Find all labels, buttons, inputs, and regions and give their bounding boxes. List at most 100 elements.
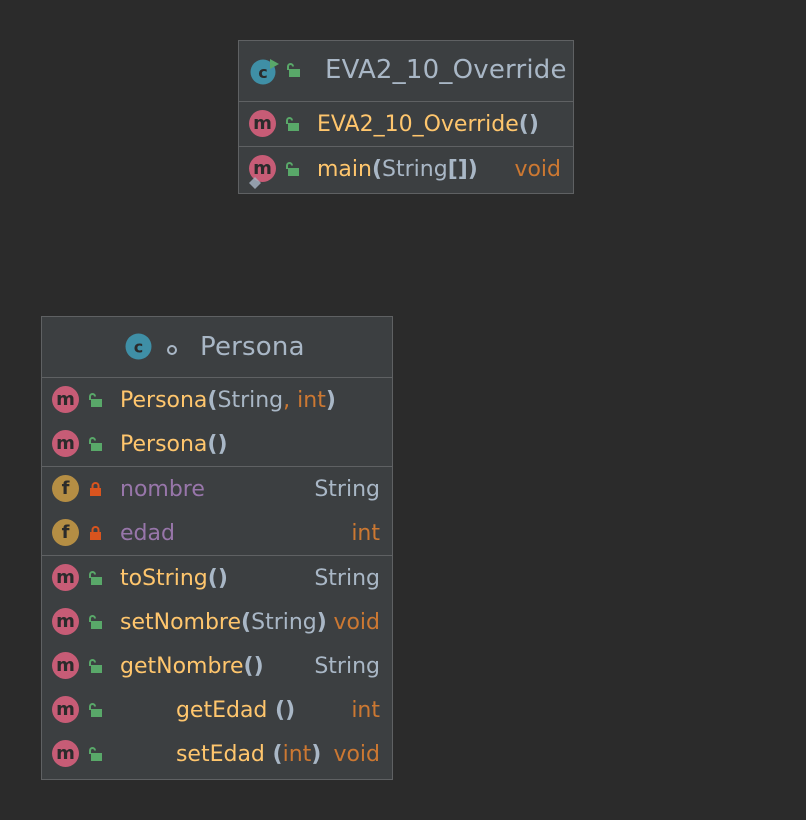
open-paren: ( — [207, 565, 218, 591]
close-paren: ) — [217, 565, 228, 591]
return-type: void — [333, 741, 380, 767]
public-unlock-icon — [88, 615, 103, 629]
private-lock-icon — [88, 526, 103, 540]
member-signature: setNombre(String) — [120, 610, 327, 635]
param: String — [251, 609, 317, 635]
close-paren: ) — [217, 431, 228, 457]
param: int — [297, 387, 326, 413]
constructor-row[interactable]: m EVA2_10_Override() — [239, 102, 573, 146]
close-paren: ) — [467, 156, 478, 182]
public-unlock-icon — [88, 571, 103, 585]
method-icon: m — [52, 430, 79, 457]
method-row[interactable]: m main(String[]) void — [239, 147, 573, 191]
public-unlock-icon — [285, 117, 300, 131]
member-signature: setEdad (int) — [120, 717, 321, 792]
open-paren: ( — [371, 156, 383, 182]
fields-section: f nombre String f edad int — [42, 467, 392, 556]
param-separator: , — [283, 387, 298, 413]
svg-text:c: c — [134, 338, 143, 357]
method-icon: m — [249, 110, 276, 137]
member-name: getEdad — [175, 697, 268, 723]
member-signature: Persona() — [120, 432, 228, 457]
method-icon: m — [52, 652, 79, 679]
close-paren: ) — [253, 653, 264, 679]
member-signature: Persona(String, int) — [120, 388, 336, 413]
open-paren: ( — [241, 609, 252, 635]
close-paren: ) — [285, 697, 296, 723]
public-unlock-icon — [285, 162, 300, 176]
return-type: int — [351, 697, 380, 723]
open-paren: ( — [267, 697, 286, 723]
method-row[interactable]: m toString() String — [42, 556, 392, 600]
member-signature: EVA2_10_Override() — [317, 112, 539, 137]
close-paren: ) — [528, 111, 539, 137]
class-header[interactable]: c Persona — [42, 317, 392, 378]
param: int — [282, 741, 312, 767]
class-title: Persona — [200, 332, 305, 362]
methods-section: m toString() String m setNombre(S — [42, 556, 392, 776]
member-signature: getEdad () — [120, 673, 295, 748]
public-unlock-icon — [88, 703, 103, 717]
constructor-row[interactable]: m Persona(String, int) — [42, 378, 392, 422]
method-icon: m — [52, 386, 79, 413]
field-type: int — [351, 520, 380, 546]
method-icon: m — [52, 564, 79, 591]
return-type: void — [333, 609, 380, 635]
open-paren: ( — [518, 111, 529, 137]
param-bold: [] — [447, 156, 468, 182]
methods-section: m main(String[]) void — [239, 147, 573, 191]
member-name: toString — [120, 565, 208, 591]
method-row[interactable]: m setEdad (int) void — [42, 732, 392, 776]
static-mark-icon — [249, 174, 261, 189]
member-name: getNombre — [120, 653, 244, 679]
field-row[interactable]: f nombre String — [42, 467, 392, 511]
open-paren: ( — [243, 653, 254, 679]
method-row[interactable]: m getNombre() String — [42, 644, 392, 688]
member-signature: getNombre() — [120, 654, 264, 679]
field-icon: f — [52, 519, 79, 546]
member-name: nombre — [120, 476, 205, 502]
constructors-section: m EVA2_10_Override() — [239, 102, 573, 147]
method-row[interactable]: m getEdad () int — [42, 688, 392, 732]
return-type: String — [314, 653, 380, 679]
field-type: String — [314, 476, 380, 502]
public-unlock-icon — [286, 63, 301, 82]
class-runnable-icon: c — [250, 58, 280, 90]
constructor-row[interactable]: m Persona() — [42, 422, 392, 466]
member-name: setNombre — [120, 609, 242, 635]
public-unlock-icon — [88, 659, 103, 673]
method-row[interactable]: m setNombre(String) void — [42, 600, 392, 644]
method-icon: m — [52, 740, 79, 767]
method-icon: m — [249, 155, 276, 182]
member-name: setEdad — [175, 741, 265, 767]
member-name: EVA2_10_Override — [317, 111, 519, 137]
class-box-eva2-10-override[interactable]: c EVA2_10_Override m EVA2_10_Override() — [238, 40, 574, 194]
return-type: String — [314, 565, 380, 591]
close-paren: ) — [325, 387, 336, 413]
open-paren: ( — [207, 431, 218, 457]
member-name: main — [317, 156, 372, 182]
public-unlock-icon — [88, 437, 103, 451]
param: String — [382, 156, 448, 182]
field-row[interactable]: f edad int — [42, 511, 392, 555]
close-paren: ) — [311, 741, 322, 767]
class-header[interactable]: c EVA2_10_Override — [239, 41, 573, 102]
member-name: edad — [120, 520, 175, 546]
member-name: Persona — [120, 431, 208, 457]
open-paren: ( — [207, 387, 218, 413]
svg-text:c: c — [258, 63, 267, 82]
member-signature: toString() — [120, 566, 228, 591]
member-name: Persona — [120, 387, 208, 413]
constructors-section: m Persona(String, int) m Persona() — [42, 378, 392, 467]
return-type: void — [514, 156, 561, 182]
method-icon: m — [52, 696, 79, 723]
class-box-persona[interactable]: c Persona m Persona(String, int) m — [41, 316, 393, 780]
member-signature: main(String[]) — [317, 157, 478, 182]
close-paren: ) — [316, 609, 327, 635]
param: String — [217, 387, 284, 413]
public-unlock-icon — [88, 393, 103, 407]
class-icon: c — [125, 333, 152, 364]
open-paren: ( — [264, 741, 283, 767]
public-unlock-icon — [88, 747, 103, 761]
method-icon: m — [52, 608, 79, 635]
